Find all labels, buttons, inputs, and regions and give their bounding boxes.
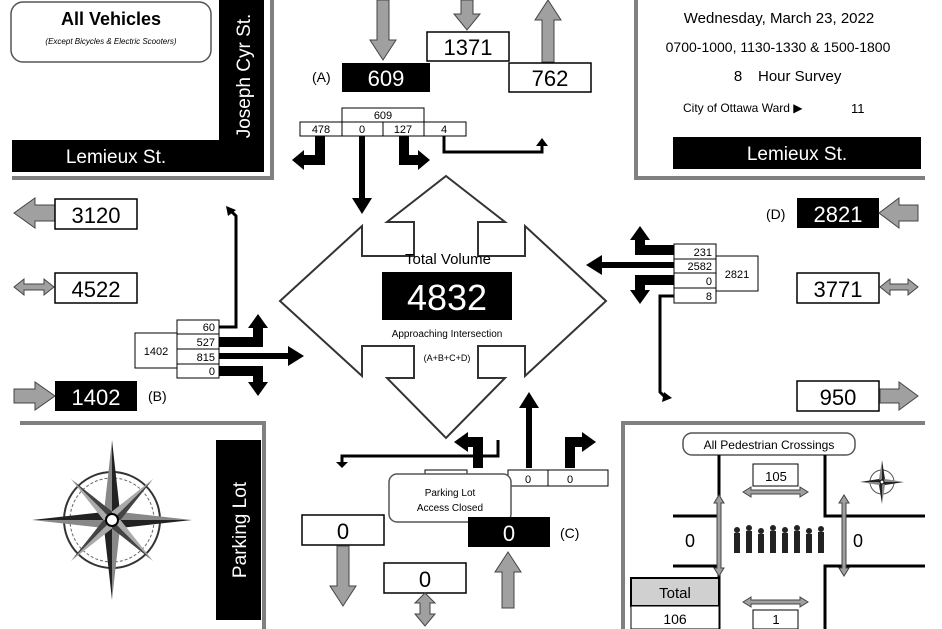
west-turn-total: 1402 [144,346,168,358]
west-approach-value: 1402 [72,385,121,410]
east-turn-through: 2582 [688,261,712,273]
total-value: 4832 [407,277,487,318]
west-letter: (B) [148,388,167,404]
pedestrian-north: 105 [765,469,787,484]
east-two-way-value: 3771 [814,277,863,302]
east-turn-total: 2821 [725,269,749,281]
survey-hours-number: 8 [734,68,742,85]
west-departing-value: 3120 [72,203,121,228]
svg-text:Lemieux St.: Lemieux St. [747,144,847,165]
west-turn-left: 527 [197,337,215,349]
survey-ward-number: 11 [851,101,865,116]
svg-text:Parking Lot: Parking Lot [230,481,251,578]
north-turn-through: 0 [359,124,365,136]
east-turn-uturn: 8 [706,291,712,303]
east-approach-value: 2821 [814,202,863,227]
east-departing-value: 950 [820,385,857,410]
west-approach: 3120 4522 1402 (B) 1402 60 527 815 0 [14,198,304,411]
closed-note-line1: Parking Lot [425,488,476,499]
west-two-way-value: 4522 [72,277,121,302]
north-turn-uturn: 4 [441,124,447,136]
west-turn-through: 815 [197,352,215,364]
pedestrian-south: 1 [772,612,779,627]
pedestrian-title: All Pedestrian Crossings [704,438,835,452]
closed-note-line2: Access Closed [417,503,483,514]
south-turn-right: 0 [567,474,573,486]
pedestrian-east: 0 [853,531,863,551]
street-lemieux-right: Lemieux St. [673,137,921,169]
north-turn-right: 478 [312,124,330,136]
street-joseph-cyr: Joseph Cyr St. [219,0,264,140]
pedestrian-west: 0 [685,531,695,551]
compass-rose-small-icon [860,460,904,504]
south-turn-through: 0 [525,474,531,486]
title-subtitle: (Except Bicycles & Electric Scooters) [45,37,176,46]
survey-info: Wednesday, March 23, 2022 0700-1000, 113… [666,10,891,116]
west-turn-right: 0 [209,366,215,378]
north-letter: (A) [312,69,331,85]
north-approach-value: 609 [368,66,405,91]
title-main: All Vehicles [61,9,161,29]
west-turn-uturn: 60 [203,322,215,334]
survey-ward-label: City of Ottawa Ward ▶ [683,101,803,115]
south-two-way-value: 0 [419,567,431,592]
pedestrians-icon [734,525,824,553]
survey-date: Wednesday, March 23, 2022 [684,10,874,27]
pedestrian-total-label: Total [659,585,691,602]
east-turn-right: 231 [694,247,712,259]
pedestrian-total-value: 106 [663,611,687,627]
total-formula: (A+B+C+D) [424,353,471,363]
title-box: All Vehicles (Except Bicycles & Electric… [11,2,211,62]
east-approach: (D) 2821 3771 950 231 2582 0 8 2821 [586,198,918,411]
south-departing-value: 0 [337,519,349,544]
total-label: Total Volume [405,251,491,268]
survey-hours-label: Hour Survey [758,68,842,85]
total-approach-label: Approaching Intersection [392,329,503,340]
svg-text:Joseph Cyr St.: Joseph Cyr St. [234,14,255,139]
north-turn-left: 127 [394,124,412,136]
north-turn-total: 609 [374,110,392,122]
south-approach-value: 0 [503,521,515,546]
survey-periods: 0700-1000, 1130-1330 & 1500-1800 [666,39,891,55]
north-departing-value: 762 [532,66,569,91]
street-parking-lot: Parking Lot [216,440,261,620]
total-volume-arrow: Total Volume 4832 Approaching Intersecti… [280,176,606,438]
compass-rose-icon [30,438,194,602]
svg-text:Lemieux St.: Lemieux St. [66,147,166,168]
north-two-way-value: 1371 [444,35,493,60]
street-lemieux-left: Lemieux St. [12,140,264,172]
east-letter: (D) [766,206,785,222]
pedestrian-panel: All Pedestrian Crossings 105 0 0 1 Total… [631,433,925,629]
south-letter: (C) [560,525,579,541]
east-turn-left: 0 [706,276,712,288]
